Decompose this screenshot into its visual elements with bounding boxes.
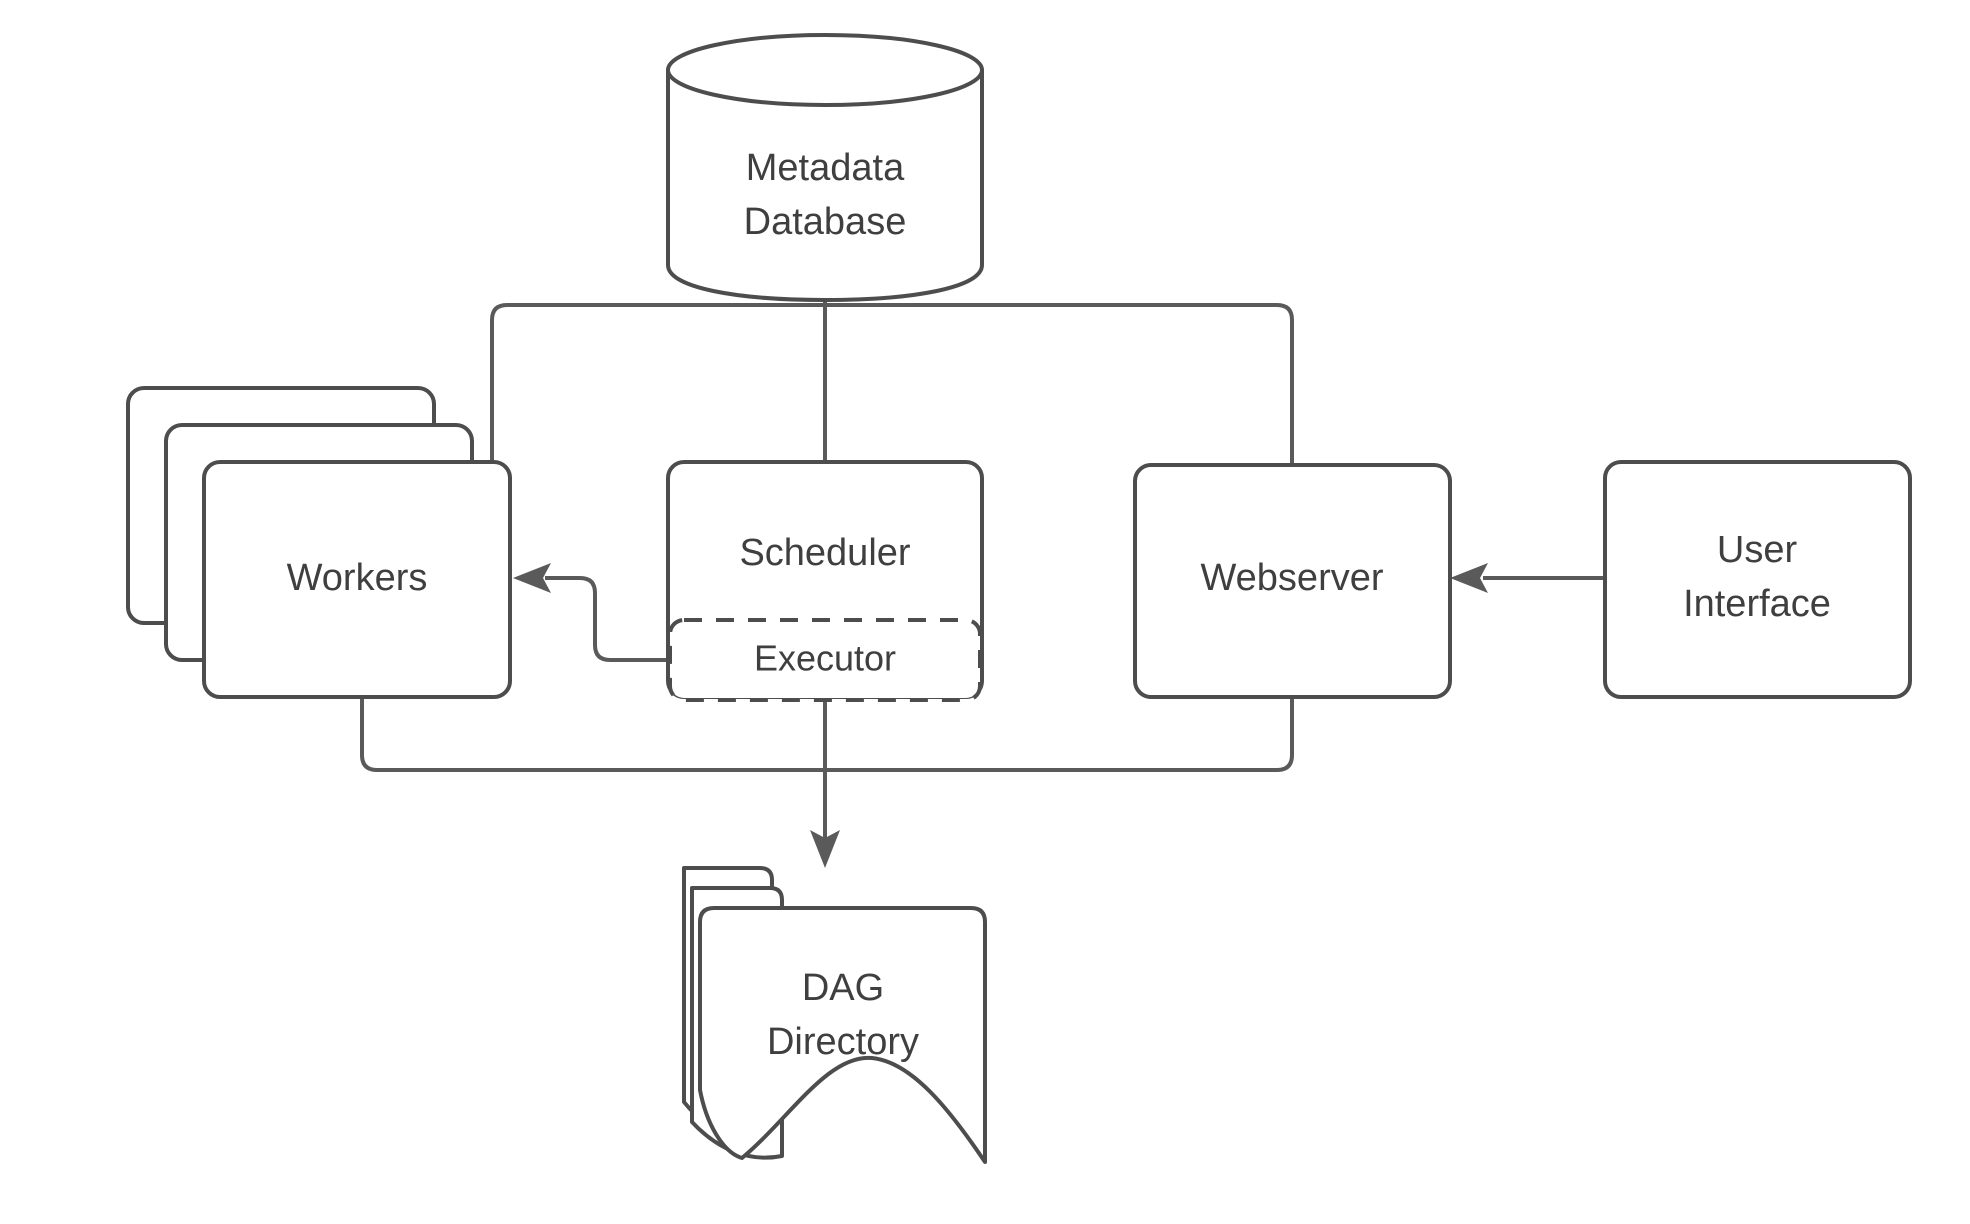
dag-directory-label-line1: DAG xyxy=(802,967,884,1009)
connector-layer xyxy=(360,250,1605,868)
arrow-head-left-to-webserver xyxy=(1450,563,1488,593)
workers-stack-front xyxy=(202,460,512,699)
connector-executor-to-workers xyxy=(513,563,668,662)
node-workers[interactable]: Workers xyxy=(126,386,512,699)
arrow-head-down-to-dag xyxy=(810,830,840,868)
connector-webserver-to-workers-top xyxy=(490,303,1294,465)
executor-box xyxy=(668,618,982,702)
node-webserver[interactable]: Webserver xyxy=(1133,463,1452,699)
node-dag-directory[interactable]: DAG Directory xyxy=(682,866,987,1164)
connector-user-interface-to-webserver xyxy=(1450,563,1605,593)
user-interface-box xyxy=(1603,460,1912,699)
connector-executor-to-dag-directory xyxy=(810,700,840,868)
webserver-box xyxy=(1133,463,1452,699)
dag-directory-label-line2: Directory xyxy=(767,1021,919,1063)
arrow-head-left-to-workers xyxy=(513,563,551,593)
node-metadata-database[interactable]: Metadata Database xyxy=(666,33,984,302)
cylinder-top xyxy=(666,33,984,107)
node-user-interface[interactable]: User Interface xyxy=(1603,460,1912,699)
dag-directory-page-front xyxy=(698,906,987,1164)
executor-fill xyxy=(670,620,980,698)
workers-label: Workers xyxy=(287,557,428,599)
webserver-label: Webserver xyxy=(1200,557,1383,599)
executor-label: Executor xyxy=(754,638,896,679)
user-interface-label-line2: Interface xyxy=(1683,583,1831,625)
metadata-database-label-line1: Metadata xyxy=(746,147,905,189)
node-executor[interactable]: Executor xyxy=(668,618,982,702)
cylinder-body xyxy=(666,68,984,302)
user-interface-label-line1: User xyxy=(1717,529,1798,571)
metadata-database-label-line2: Database xyxy=(744,201,907,243)
scheduler-label: Scheduler xyxy=(739,532,910,574)
